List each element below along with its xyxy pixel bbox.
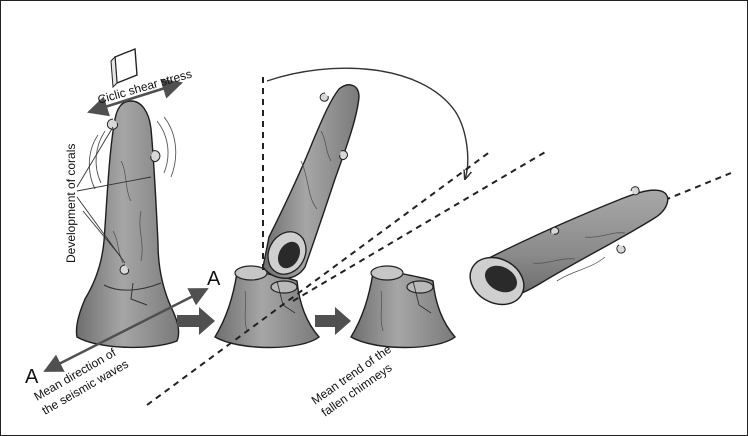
chimney-stump-2 xyxy=(350,265,457,349)
coral-polyp-icon xyxy=(150,150,161,162)
development-of-corals-label: Development of corals xyxy=(64,144,78,263)
coral-polyp-icon xyxy=(630,186,640,196)
falling-chimney-top xyxy=(262,84,360,279)
process-arrow-icon xyxy=(315,307,351,335)
coral-polyp-icon xyxy=(616,244,626,254)
trend-line-right xyxy=(292,150,548,302)
coral-polyp-icon xyxy=(106,118,118,130)
double-headed-arrow-icon xyxy=(87,78,183,117)
coral-polyp-icon xyxy=(550,226,560,235)
fallen-chimney xyxy=(469,189,669,306)
coral-polyp-icon xyxy=(319,92,329,102)
coral-polyp-icon xyxy=(339,150,349,160)
trend-line-middle xyxy=(146,150,492,406)
chimney-stump-1 xyxy=(214,265,321,349)
coral-pointer-lines xyxy=(76,126,152,264)
shear-plane-icon xyxy=(110,47,138,89)
cyclic-shear-stress-label: Ciclic shear stress xyxy=(96,67,193,107)
process-arrow-icon xyxy=(177,307,215,335)
fall-rotation-arrow xyxy=(266,67,468,179)
coral-polyp-icon xyxy=(119,264,130,275)
point-a-bottom-label: A xyxy=(25,366,39,388)
seismic-direction-arrow xyxy=(43,287,209,373)
point-a-top-label: A xyxy=(207,268,221,290)
